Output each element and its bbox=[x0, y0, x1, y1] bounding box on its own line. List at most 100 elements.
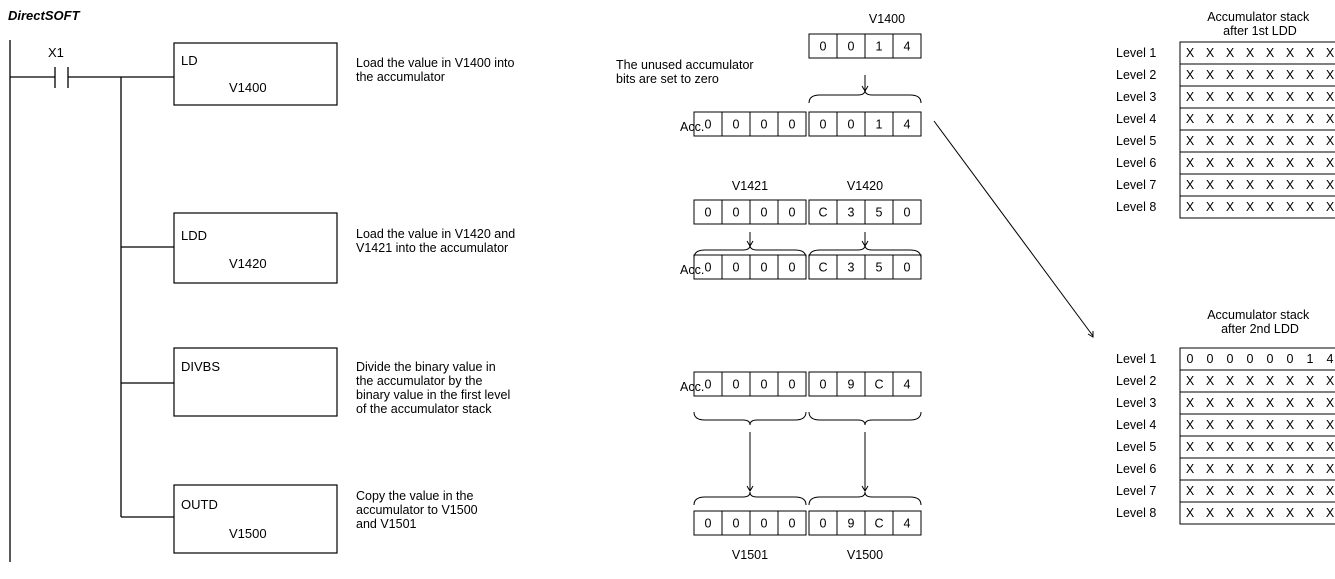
register-digit: 4 bbox=[904, 517, 911, 531]
register-digit: 1 bbox=[876, 40, 883, 54]
stack-cell: X bbox=[1226, 396, 1235, 410]
stack-cell: 0 bbox=[1187, 352, 1194, 366]
stack-cell: X bbox=[1186, 46, 1195, 60]
stack-cell: X bbox=[1186, 134, 1195, 148]
instruction-divbs: DIVBS Divide the binary value in the acc… bbox=[173, 347, 510, 417]
register-digit: 0 bbox=[761, 206, 768, 220]
register-cell bbox=[721, 111, 751, 137]
stack-cell: X bbox=[1226, 156, 1235, 170]
stack-cell: X bbox=[1286, 200, 1295, 214]
stack-cell: X bbox=[1246, 134, 1255, 148]
stack-cell: X bbox=[1186, 462, 1195, 476]
stack-cell: X bbox=[1306, 440, 1315, 454]
svg-text:Accumulator stack after: Accumulator stack after 2nd LDD bbox=[1207, 308, 1313, 336]
stack-level-label: Level 8 bbox=[1116, 200, 1156, 214]
description-line: and V1501 bbox=[356, 517, 417, 531]
stack-cell: X bbox=[1286, 134, 1295, 148]
stack-cell: X bbox=[1266, 68, 1275, 82]
register-label: V1400 bbox=[869, 12, 905, 26]
stack-cell: X bbox=[1206, 374, 1215, 388]
stack-cell: 0 bbox=[1287, 352, 1294, 366]
register-digit: 0 bbox=[789, 261, 796, 275]
arrow-head bbox=[746, 485, 754, 492]
stack-cell: X bbox=[1206, 156, 1215, 170]
stack-cell: X bbox=[1306, 90, 1315, 104]
stack-cell: 4 bbox=[1327, 352, 1334, 366]
stack-cell: X bbox=[1266, 374, 1275, 388]
register-digit: C bbox=[818, 206, 827, 220]
register-digit: 0 bbox=[761, 118, 768, 132]
register-digit: C bbox=[818, 261, 827, 275]
stack-cell: X bbox=[1306, 156, 1315, 170]
stack-cell: X bbox=[1226, 440, 1235, 454]
stack-cell: X bbox=[1206, 68, 1215, 82]
register-cell bbox=[808, 199, 838, 225]
stack-cell: X bbox=[1246, 418, 1255, 432]
register-digit: 0 bbox=[705, 118, 712, 132]
register-digit: 0 bbox=[705, 517, 712, 531]
description-line: of the accumulator stack bbox=[356, 402, 492, 416]
stack-cell: X bbox=[1326, 156, 1335, 170]
stack-cell: X bbox=[1226, 112, 1235, 126]
register-digit: 0 bbox=[789, 517, 796, 531]
stack-cell: X bbox=[1206, 440, 1215, 454]
stack-level-label: Level 2 bbox=[1116, 374, 1156, 388]
stack-cell: X bbox=[1206, 462, 1215, 476]
stack-cell: X bbox=[1186, 484, 1195, 498]
stack-cell: X bbox=[1266, 440, 1275, 454]
stack-cell: X bbox=[1246, 112, 1255, 126]
register-digit: 0 bbox=[789, 378, 796, 392]
stack-cell: X bbox=[1246, 178, 1255, 192]
stack-cell: X bbox=[1206, 134, 1215, 148]
register-cell bbox=[892, 371, 922, 397]
brace bbox=[693, 244, 807, 259]
stack-cell: X bbox=[1206, 418, 1215, 432]
stack-cell: X bbox=[1246, 156, 1255, 170]
register-digit: 0 bbox=[733, 206, 740, 220]
register-cell bbox=[836, 510, 866, 536]
instruction-ldd: LDD V1420 Load the value in V1420 and V1… bbox=[173, 212, 515, 284]
stack-cell: X bbox=[1326, 396, 1335, 410]
register-label: V1421 bbox=[732, 179, 768, 193]
stack-cell: X bbox=[1326, 418, 1335, 432]
register-cell bbox=[892, 33, 922, 59]
stack-cell: X bbox=[1306, 46, 1315, 60]
register-label: V1420 bbox=[847, 179, 883, 193]
stack-cell: X bbox=[1326, 112, 1335, 126]
register-digit: 0 bbox=[848, 118, 855, 132]
description-line: Load the value in V1420 and bbox=[356, 227, 515, 241]
stack-level-label: Level 6 bbox=[1116, 462, 1156, 476]
stack-cell: X bbox=[1266, 90, 1275, 104]
stack-cell: X bbox=[1246, 506, 1255, 520]
stack-cell: X bbox=[1286, 178, 1295, 192]
description-line: V1421 into the accumulator bbox=[356, 241, 508, 255]
stack-cell: X bbox=[1286, 112, 1295, 126]
stack-cell: X bbox=[1266, 112, 1275, 126]
register-digit: 0 bbox=[789, 118, 796, 132]
brace bbox=[808, 411, 922, 426]
stack-level-label: Level 5 bbox=[1116, 134, 1156, 148]
register-cell bbox=[777, 199, 807, 225]
instruction-box bbox=[173, 42, 338, 106]
stack-cell: X bbox=[1186, 396, 1195, 410]
register-digit: 5 bbox=[876, 206, 883, 220]
register-label: V1500 bbox=[847, 548, 883, 562]
brace bbox=[808, 89, 922, 104]
register-cell bbox=[749, 199, 779, 225]
register-digit: 0 bbox=[733, 378, 740, 392]
stack-cell: X bbox=[1186, 440, 1195, 454]
description-line: the accumulator by the bbox=[356, 374, 483, 388]
register-digit: 0 bbox=[761, 261, 768, 275]
stack-cell: X bbox=[1226, 134, 1235, 148]
stack-cell: X bbox=[1286, 440, 1295, 454]
stack-cell: 0 bbox=[1247, 352, 1254, 366]
register-digit: 3 bbox=[848, 206, 855, 220]
stack-cell: X bbox=[1306, 178, 1315, 192]
stack-level-label: Level 7 bbox=[1116, 484, 1156, 498]
description-line: Divide the binary value in bbox=[356, 360, 496, 374]
register-cell bbox=[836, 33, 866, 59]
